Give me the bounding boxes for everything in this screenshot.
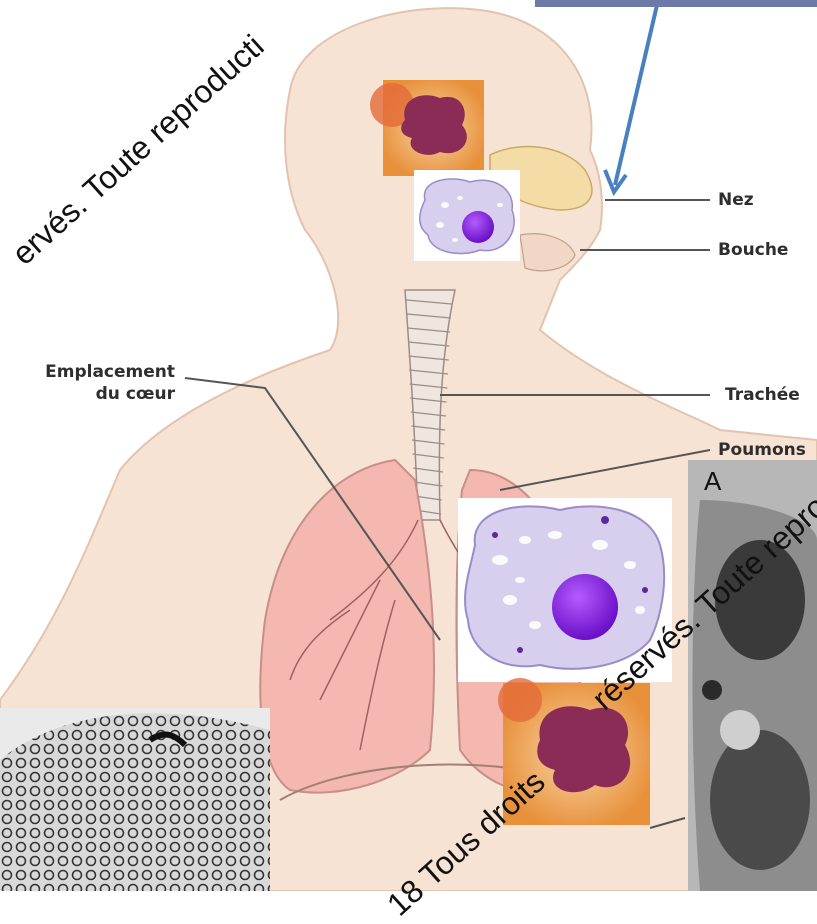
neutrophil-cell-top [370,80,484,176]
respiratory-system-diagram [0,0,817,891]
ct-panel-letter: A [704,466,721,497]
label-emplacement-line1: Emplacement [10,362,175,382]
label-nez: Nez [718,190,754,210]
arrow [605,5,657,192]
histology-image [0,708,270,891]
top-microscopy-image [535,0,817,7]
label-poumons: Poumons [718,440,806,460]
label-bouche: Bouche [718,240,788,260]
label-emplacement-line2: du cœur [10,384,175,404]
label-trachee: Trachée [725,385,800,405]
macrophage-cell-top [414,170,520,261]
